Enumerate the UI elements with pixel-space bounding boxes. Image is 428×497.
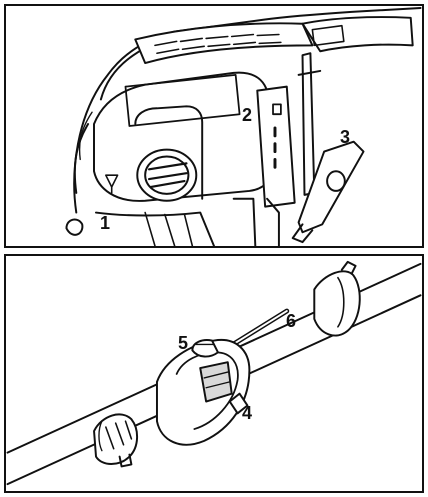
callout-3: 3	[340, 127, 351, 147]
engine-housing-illustration	[65, 6, 422, 246]
bottom-panel: 5 6 4	[4, 254, 424, 493]
handle-shaft-illustration	[6, 260, 422, 486]
callout-6: 6	[286, 311, 297, 331]
callout-2: 2	[242, 105, 253, 125]
top-panel: 1 2 3	[4, 4, 424, 248]
callout-5: 5	[178, 333, 189, 353]
callout-1: 1	[100, 213, 111, 233]
callout-4: 4	[242, 403, 253, 423]
